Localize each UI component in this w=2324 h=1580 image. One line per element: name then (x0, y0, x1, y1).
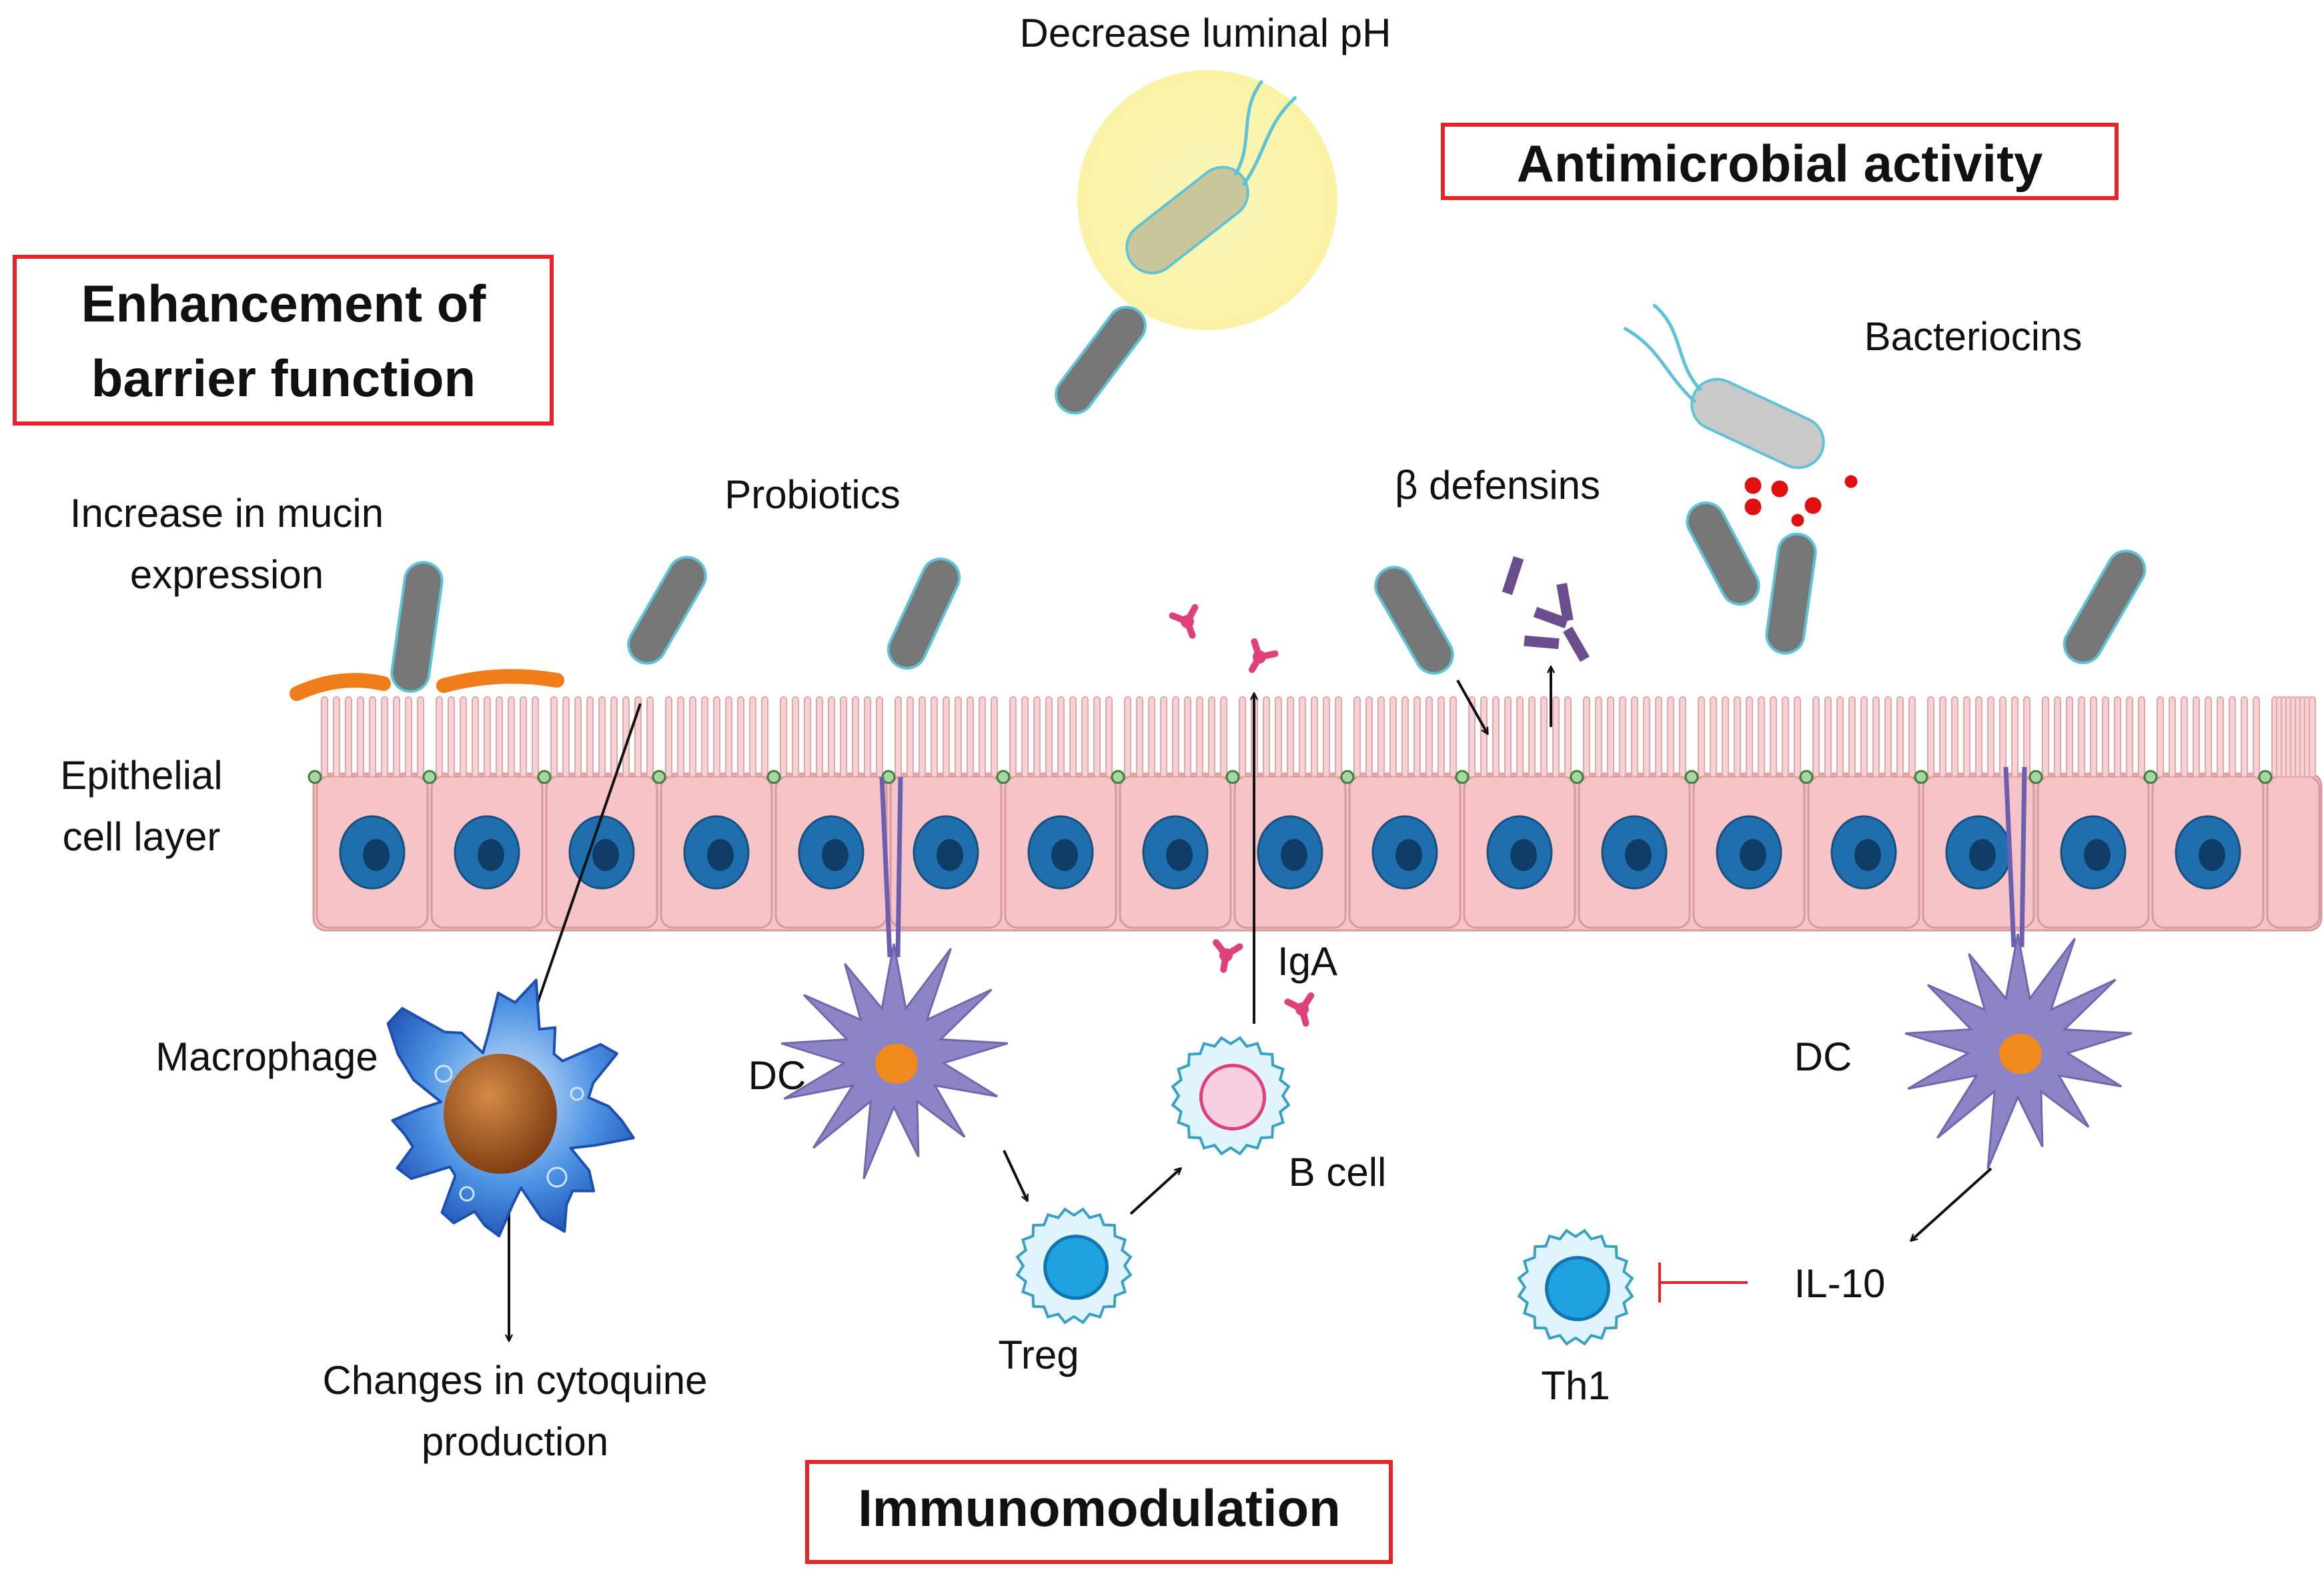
pathway-arrows (509, 667, 1992, 1341)
b-cell (1171, 1036, 1291, 1156)
tight-junction (422, 770, 437, 784)
epithelial-cell (1799, 696, 1920, 929)
tight-junction (996, 770, 1011, 784)
tight-junction (1340, 770, 1355, 784)
dc-nucleus (1999, 1034, 2042, 1074)
epithelial-cell (652, 696, 773, 929)
tight-junction (2258, 770, 2273, 784)
tight-junction (308, 770, 322, 784)
label-decrease-ph: Decrease luminal pH (1020, 11, 1391, 55)
epithelial-cell (2143, 696, 2265, 929)
label-mucin-line1: Increase in mucin (70, 491, 384, 536)
label-b-cell: B cell (1289, 1150, 1387, 1195)
label-iga: IgA (1277, 939, 1337, 984)
epithelial-cell (1111, 696, 1232, 929)
antimicrobial-activity-box (1441, 123, 2119, 200)
il10-inhibits-th1 (1658, 1263, 1748, 1303)
arrow-dc-to-treg (1003, 1150, 1027, 1201)
label-mucin-line2: expression (130, 552, 324, 597)
label-epithelial-line2: cell layer (63, 814, 221, 859)
box-title-barrier-line1: Enhancement of (81, 274, 487, 333)
tight-junction (2143, 770, 2158, 784)
mucin-layer-left (289, 673, 391, 701)
arrow-probiotic-to-epithelium (1456, 680, 1488, 734)
pathogen-bacteriocin-target (1624, 303, 1825, 470)
epithelial-cell-layer (308, 696, 2323, 932)
th1-cell (1517, 1229, 1634, 1346)
tight-junction (1111, 770, 1125, 784)
label-probiotics: Probiotics (724, 472, 900, 517)
label-cytokine-line1: Changes in cytoquine (322, 1358, 707, 1403)
label-il10: IL-10 (1794, 1261, 1886, 1306)
tight-junction (1225, 770, 1240, 784)
epithelial-cell (308, 696, 429, 929)
iga-molecule-lumen-1 (1169, 604, 1199, 639)
iga-molecule-lamina-1 (1213, 939, 1243, 973)
epithelial-cell (1455, 696, 1576, 929)
label-bacteriocins: Bacteriocins (1864, 314, 2083, 359)
dendrite-projection (879, 776, 903, 958)
epithelial-cell (1914, 696, 2035, 929)
tight-junction (1799, 770, 1814, 784)
label-th1: Th1 (1541, 1363, 1610, 1408)
epithelial-cell (1225, 696, 1347, 929)
epithelial-cell (996, 696, 1117, 929)
arrow-probiotic-to-macrophage (527, 703, 642, 1034)
epithelial-cell (2258, 696, 2321, 929)
macrophage-cell (386, 978, 635, 1238)
dc-nucleus (875, 1044, 918, 1084)
label-dc-left: DC (748, 1053, 806, 1098)
epithelial-cell (2028, 696, 2150, 929)
tight-junction (766, 770, 781, 784)
tight-junction (652, 770, 666, 784)
tight-junction (537, 770, 552, 784)
tight-junction (1570, 770, 1584, 784)
label-beta-defensins: β defensins (1395, 463, 1600, 508)
dendritic-cell-left (780, 776, 1009, 1180)
label-dc-right: DC (1794, 1034, 1852, 1079)
pathogen-in-acid (1125, 80, 1297, 275)
probiotic-bacterium-4 (1374, 566, 1454, 675)
bacteriocin-molecules (1742, 473, 1860, 529)
tight-junction (1684, 770, 1699, 784)
probiotic-bacterium-5 (1686, 501, 1760, 606)
tight-junction (1914, 770, 1928, 784)
epithelial-cell (766, 696, 888, 929)
tight-junction (2028, 770, 2043, 784)
box-title-antimicrobial: Antimicrobial activity (1517, 134, 2043, 193)
dendritic-cell-right (1904, 766, 2133, 1170)
epithelial-cell (1340, 696, 1462, 929)
probiotic-bacterium-7 (2063, 550, 2147, 664)
epithelial-cell (1684, 696, 1806, 929)
iga-molecule-lamina-2 (1284, 992, 1315, 1027)
epithelial-cell (537, 696, 658, 929)
label-macrophage: Macrophage (155, 1034, 378, 1079)
arrow-dc-to-il10 (1911, 1167, 1992, 1241)
box-title-barrier-line2: barrier function (91, 349, 476, 408)
arrow-treg-to-bcell (1129, 1168, 1181, 1215)
probiotic-bacterium-6 (1765, 532, 1817, 655)
tight-junction (1455, 770, 1470, 784)
probiotic-bacterium-luminal (1055, 305, 1147, 415)
epithelial-cell (1570, 696, 1691, 929)
probiotic-bacterium-2 (627, 556, 707, 665)
probiotic-bacterium-3 (887, 558, 961, 670)
probiotic-bacterium-1 (390, 561, 444, 693)
epithelial-cell (422, 696, 544, 929)
mucin-layer-right (436, 669, 564, 693)
box-title-immunomodulation: Immunomodulation (858, 1479, 1341, 1537)
treg-cell (1015, 1207, 1133, 1325)
beta-defensin-molecules (1502, 556, 1590, 662)
label-treg: Treg (998, 1333, 1079, 1377)
immunomodulation-box (805, 1460, 1393, 1564)
label-epithelial-line1: Epithelial (60, 753, 223, 798)
epithelial-cell (881, 696, 1003, 929)
label-cytokine-line2: production (422, 1419, 608, 1464)
barrier-function-box (13, 255, 554, 426)
iga-molecule-lumen-2 (1249, 638, 1279, 674)
dendrite-projection (2003, 766, 2027, 948)
